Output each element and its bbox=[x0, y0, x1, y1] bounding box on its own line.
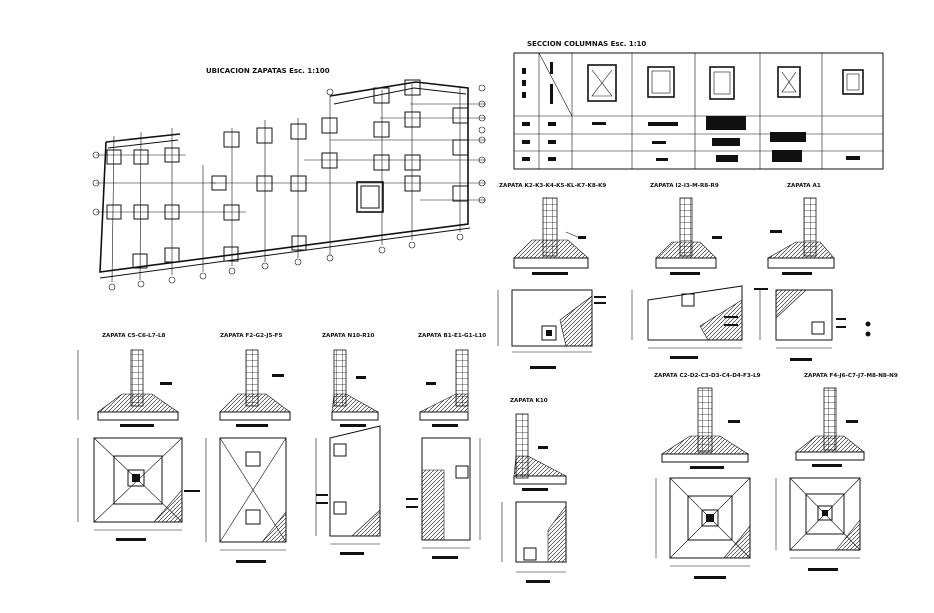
footing-f2-title: ZAPATA F2-G2-J5-F5 bbox=[220, 333, 282, 339]
footing-i2-title: ZAPATA I2-I3-M-R8-R9 bbox=[650, 183, 719, 189]
detail-f4: ZAPATA F4-J6-C7-J7-M8-N8-N9 bbox=[775, 373, 898, 571]
detail-b1: ZAPATA B1-E1-G1-L10 bbox=[406, 333, 486, 559]
detail-k10: ZAPATA K10 bbox=[501, 398, 567, 583]
detail-c2: ZAPATA C2-D2-C3-D3-C4-D4-F3-L9 bbox=[654, 373, 761, 579]
plan-footings bbox=[106, 79, 469, 269]
footing-f4-title: ZAPATA F4-J6-C7-J7-M8-N8-N9 bbox=[804, 373, 898, 379]
footing-b1-title: ZAPATA B1-E1-G1-L10 bbox=[418, 333, 486, 339]
footing-k10-title: ZAPATA K10 bbox=[510, 398, 548, 404]
detail-a1: ZAPATA A1 bbox=[754, 183, 871, 361]
footing-location-plan: UBICACION ZAPATAS Esc. 1:100 bbox=[92, 67, 486, 291]
footing-k2-title: ZAPATA K2-K3-K4-K5-KL-K7-K8-K9 bbox=[499, 183, 606, 189]
footing-c5-title: ZAPATA C5-C6-L7-L8 bbox=[102, 333, 166, 339]
footing-a1-title: ZAPATA A1 bbox=[787, 183, 821, 189]
plan-title: UBICACION ZAPATAS Esc. 1:100 bbox=[206, 67, 330, 75]
footing-n10-title: ZAPATA N10-R10 bbox=[322, 333, 375, 339]
plan-axis-markers bbox=[92, 84, 486, 291]
detail-f2: ZAPATA F2-G2-J5-F5 bbox=[205, 333, 291, 563]
detail-i2: ZAPATA I2-I3-M-R8-R9 bbox=[631, 183, 743, 359]
detail-n10: ZAPATA N10-R10 bbox=[315, 333, 381, 555]
detail-c5: ZAPATA C5-C6-L7-L8 bbox=[77, 333, 200, 541]
column-section-table: SECCION COLUMNAS Esc. 1:10 bbox=[513, 40, 884, 170]
detail-k2: ZAPATA K2-K3-K4-K5-KL-K7-K8-K9 bbox=[497, 183, 606, 369]
column-sections bbox=[587, 64, 864, 102]
columns-title: SECCION COLUMNAS Esc. 1:10 bbox=[527, 40, 646, 48]
footing-c2-title: ZAPATA C2-D2-C3-D3-C4-D4-F3-L9 bbox=[654, 373, 761, 379]
